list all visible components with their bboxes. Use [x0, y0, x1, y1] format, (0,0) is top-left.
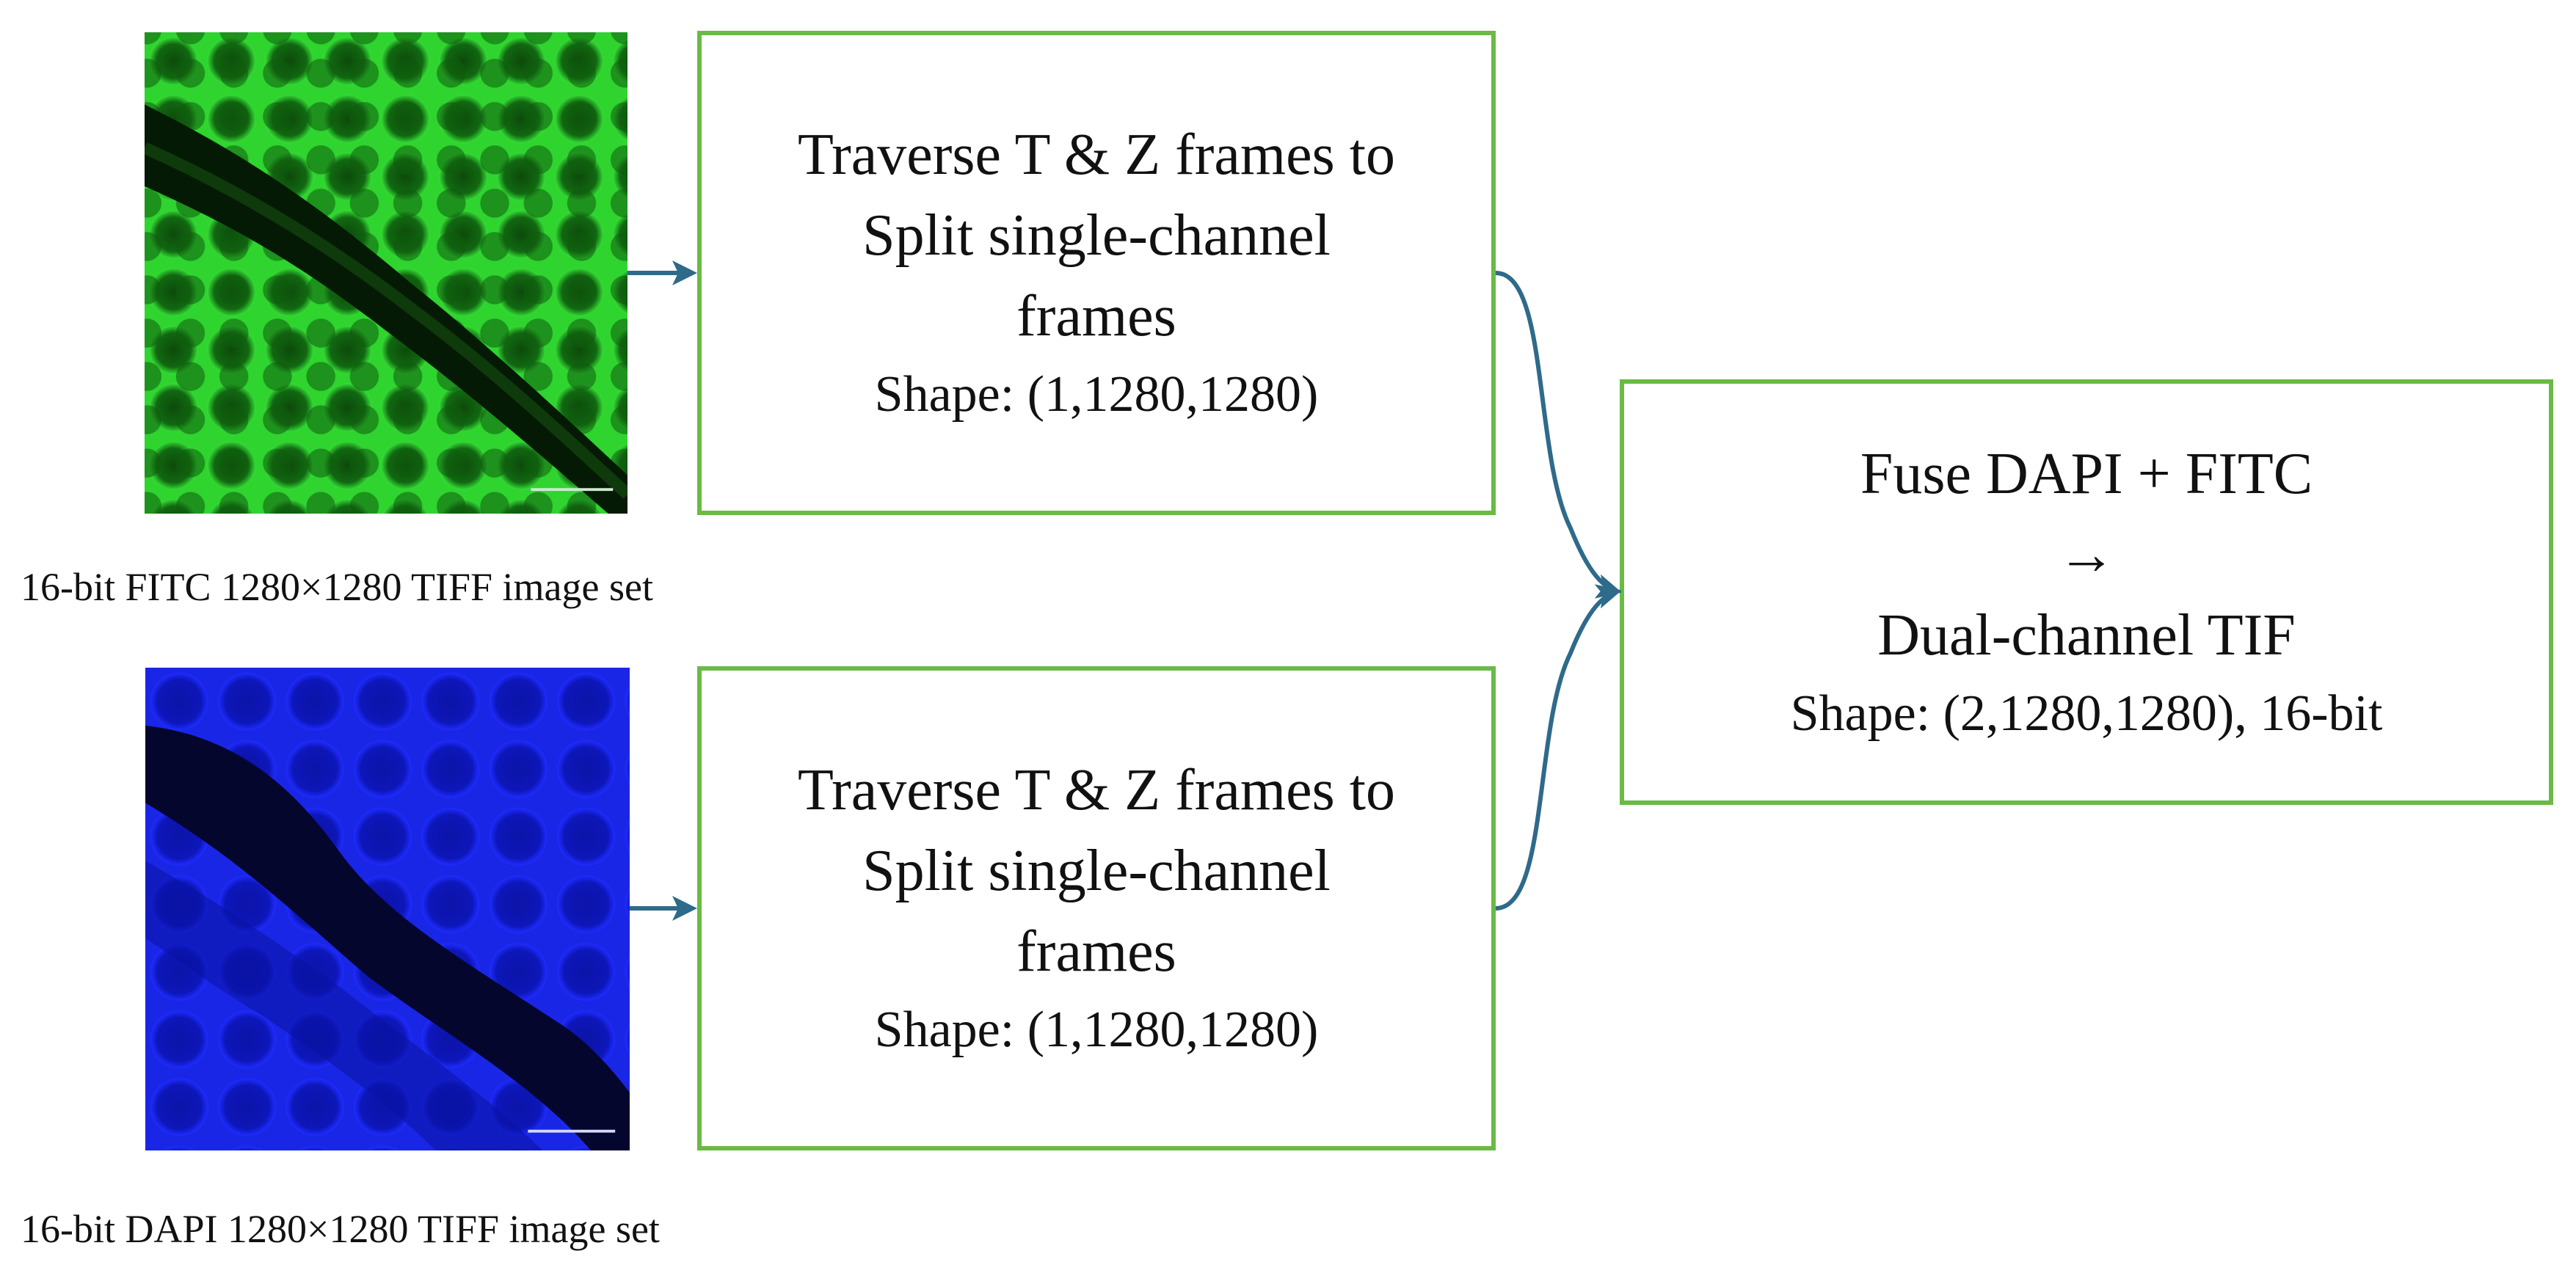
fuse-line-3: Dual-channel TIF: [1877, 603, 2296, 668]
fuse-channels-box: Fuse DAPI + FITC → Dual-channel TIF Shap…: [1620, 379, 2553, 805]
split-fitc-line-3: frames: [1016, 284, 1176, 349]
fuse-arrow-symbol: →: [2056, 522, 2116, 588]
split-dapi-shape: Shape: (1,1280,1280): [874, 1001, 1319, 1058]
split-dapi-line-3: frames: [1016, 919, 1176, 985]
split-dapi-line-1: Traverse T & Z frames to: [798, 757, 1395, 822]
arrow-split-dapi-to-fuse: [1495, 584, 1622, 911]
fitc-caption: 16-bit FITC 1280×1280 TIFF image set: [21, 565, 653, 609]
split-fitc-line-1: Traverse T & Z frames to: [798, 122, 1395, 187]
split-fitc-shape: Shape: (1,1280,1280): [874, 365, 1319, 423]
fitc-microscopy-image: [145, 32, 627, 514]
split-frames-box-fitc: Traverse T & Z frames to Split single-ch…: [697, 31, 1496, 515]
fuse-shape: Shape: (2,1280,1280), 16-bit: [1790, 685, 2383, 742]
arrow-split-fitc-to-fuse: [1495, 271, 1622, 599]
split-fitc-line-2: Split single-channel: [862, 203, 1331, 269]
split-dapi-line-2: Split single-channel: [862, 839, 1331, 904]
dapi-microscopy-image: [145, 668, 630, 1150]
split-frames-box-dapi: Traverse T & Z frames to Split single-ch…: [697, 666, 1496, 1150]
dapi-caption: 16-bit DAPI 1280×1280 TIFF image set: [21, 1207, 660, 1251]
fuse-line-1: Fuse DAPI + FITC: [1860, 441, 2313, 506]
